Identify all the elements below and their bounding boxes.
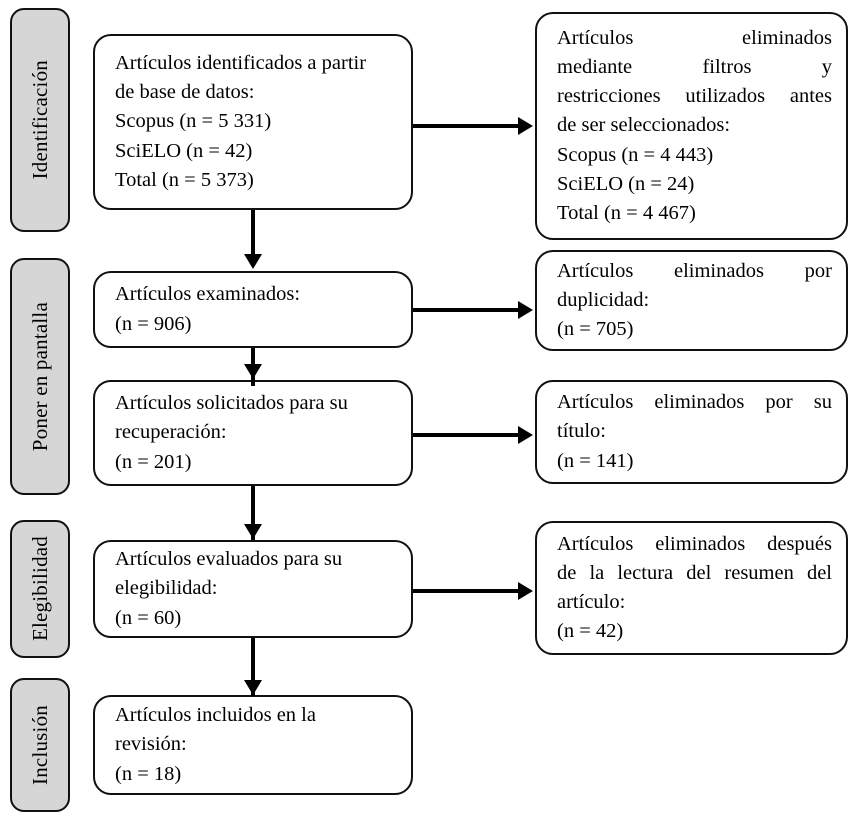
- flow-line: duplicidad:: [557, 288, 650, 311]
- arrowhead-right-eliminados-duplicidad: [518, 301, 533, 319]
- flow-line: Artículos eliminados por: [557, 259, 832, 282]
- connector-identificados-to-eliminados-filtros: [413, 124, 520, 128]
- arrowhead-right-eliminados-resumen: [518, 582, 533, 600]
- arrowhead-down-incluidos: [244, 680, 262, 695]
- arrowhead-right-eliminados-titulo: [518, 426, 533, 444]
- flow-line: Scopus (n = 5 331): [115, 110, 272, 133]
- connector-examinados-to-eliminados-duplicidad: [413, 308, 520, 312]
- flow-line: Artículos solicitados para su: [115, 392, 348, 415]
- flow-line: Artículos eliminados: [557, 27, 832, 50]
- flow-line: SciELO (n = 24): [557, 172, 695, 195]
- flow-line: recuperación:: [115, 421, 227, 444]
- flow-box-identificados: Artículos identificados a partir de base…: [93, 34, 413, 210]
- flow-box-examinados: Artículos examinados: (n = 906): [93, 271, 413, 348]
- flow-line: Artículos evaluados para su: [115, 548, 343, 571]
- flow-line: Total (n = 5 373): [115, 168, 254, 191]
- flow-line: (n = 60): [115, 606, 182, 629]
- flow-line: (n = 906): [115, 312, 192, 335]
- flow-box-eliminados-duplicidad: Artículos eliminados por duplicidad: (n …: [535, 250, 848, 351]
- flow-line: revisión:: [115, 733, 187, 756]
- flow-line: de base de datos:: [115, 81, 255, 104]
- arrowhead-right-eliminados-filtros: [518, 117, 533, 135]
- flow-line: (n = 141): [557, 449, 634, 472]
- connector-evaluados-to-incluidos: [251, 638, 255, 696]
- flow-line: de ser seleccionados:: [557, 114, 731, 137]
- stage-box-inclusion: Inclusión: [10, 678, 70, 812]
- stage-label-elegibilidad: Elegibilidad: [27, 536, 52, 642]
- flow-line: Scopus (n = 4 443): [557, 143, 714, 166]
- flow-line: Artículos eliminados después: [557, 532, 832, 555]
- flow-box-solicitados: Artículos solicitados para su recuperaci…: [93, 380, 413, 486]
- flow-line: Artículos identificados a partir: [115, 52, 367, 75]
- flow-line: mediante filtros y: [557, 56, 832, 79]
- flow-line: restricciones utilizados antes: [557, 85, 832, 108]
- flow-line: (n = 18): [115, 762, 182, 785]
- flow-line: Artículos incluidos en la: [115, 704, 316, 727]
- arrowhead-down-solicitados: [244, 364, 262, 379]
- flow-box-eliminados-resumen: Artículos eliminados después de la lectu…: [535, 521, 848, 655]
- flow-line: de la lectura del resumen del: [557, 561, 832, 584]
- connector-evaluados-to-eliminados-resumen: [413, 589, 520, 593]
- flow-line: Artículos examinados:: [115, 283, 301, 306]
- stage-label-inclusion: Inclusión: [27, 705, 52, 785]
- flow-box-incluidos: Artículos incluidos en la revisión: (n =…: [93, 695, 413, 795]
- stage-label-identificacion: Identificación: [27, 60, 52, 180]
- flow-line: elegibilidad:: [115, 577, 218, 600]
- stage-box-poner-en-pantalla: Poner en pantalla: [10, 258, 70, 495]
- connector-solicitados-to-evaluados: [251, 486, 255, 540]
- flow-box-eliminados-titulo: Artículos eliminados por su título: (n =…: [535, 380, 848, 484]
- stage-label-poner-en-pantalla: Poner en pantalla: [27, 301, 52, 452]
- flow-line: Artículos eliminados por su: [557, 391, 832, 414]
- connector-solicitados-to-eliminados-titulo: [413, 433, 520, 437]
- stage-box-elegibilidad: Elegibilidad: [10, 520, 70, 658]
- flow-line: artículo:: [557, 591, 626, 613]
- flow-box-evaluados: Artículos evaluados para su elegibilidad…: [93, 540, 413, 638]
- arrowhead-down-evaluados: [244, 524, 262, 539]
- connector-identificados-to-examinados: [251, 210, 255, 256]
- flow-line: (n = 705): [557, 318, 634, 341]
- flow-line: SciELO (n = 42): [115, 139, 253, 162]
- flow-line: Total (n = 4 467): [557, 201, 696, 224]
- flow-line: título:: [557, 420, 606, 443]
- flow-line: (n = 201): [115, 450, 192, 473]
- flow-box-eliminados-filtros: Artículos eliminados mediante filtros y …: [535, 12, 848, 240]
- flow-line: (n = 42): [557, 620, 624, 643]
- stage-box-identificacion: Identificación: [10, 8, 70, 232]
- arrowhead-down-examinados: [244, 254, 262, 269]
